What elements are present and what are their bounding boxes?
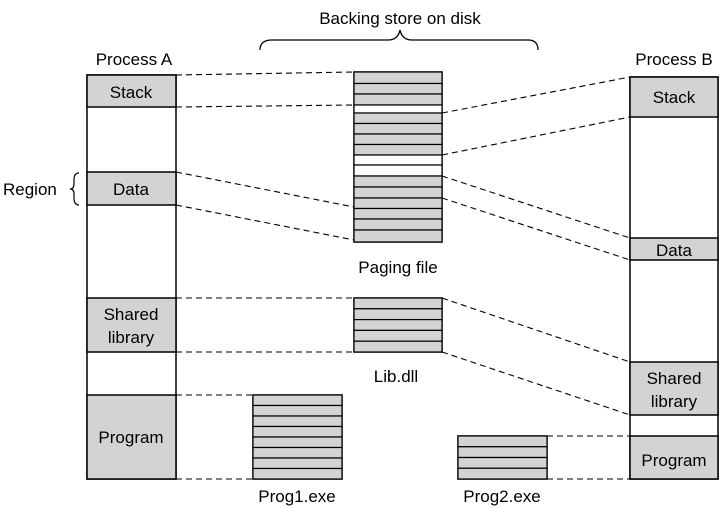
lib-dll-box	[353, 297, 443, 353]
paging-file-page-15	[353, 218, 443, 231]
paging-file-page-10	[353, 164, 443, 177]
process-a-data-segment	[86, 171, 177, 206]
prog2-exe-page-3	[457, 456, 548, 469]
map-b-shared-top	[441, 297, 631, 363]
process-b-stack-segment	[629, 76, 719, 118]
process-a-stack-label: Stack	[110, 83, 153, 102]
paging-file-page-5	[353, 112, 443, 125]
paging-file-page-9	[353, 154, 443, 166]
paging-file-page-14	[353, 207, 443, 220]
paging-file-page-11	[353, 175, 443, 188]
process-a-label: Process A	[96, 50, 173, 69]
prog1-exe-label: Prog1.exe	[258, 487, 336, 506]
region-brace	[69, 172, 80, 206]
paging-file-page-2	[353, 82, 443, 95]
process-b-program-segment	[629, 435, 719, 480]
prog1-exe-page-7	[252, 457, 343, 470]
process-b-label: Process B	[635, 50, 712, 69]
paging-file-box	[353, 71, 443, 243]
map-b-stack-top	[441, 76, 631, 114]
lib-dll-page-4	[353, 329, 443, 342]
prog1-exe-page-5	[252, 436, 343, 449]
process-a-stack-segment	[86, 74, 177, 108]
paging-file-page-3	[353, 93, 443, 106]
prog1-exe-page-1	[252, 394, 343, 407]
paging-file-page-12	[353, 186, 443, 199]
prog2-exe-page-4	[457, 467, 548, 480]
prog2-exe-label: Prog2.exe	[463, 487, 541, 506]
process-b-shared-label-line2: library	[651, 392, 698, 411]
paging-file-page-13	[353, 197, 443, 210]
paging-file-label: Paging file	[358, 258, 437, 277]
process-a-shared-label-line2: library	[108, 328, 155, 347]
paging-file-page-7	[353, 133, 443, 146]
lib-dll-page-3	[353, 319, 443, 332]
lib-dll-page-2	[353, 308, 443, 321]
lib-dll-page-5	[353, 340, 443, 353]
backing-store-title: Backing store on disk	[319, 9, 481, 28]
prog1-exe-page-2	[252, 404, 343, 417]
prog1-exe-page-8	[252, 467, 343, 480]
process-b-data-label: Data	[656, 241, 692, 260]
map-a-stack-top	[175, 71, 355, 76]
prog2-exe-page-2	[457, 446, 548, 459]
process-a-program-segment	[86, 394, 177, 480]
paging-file-page-1	[353, 71, 443, 85]
prog1-exe-page-6	[252, 446, 343, 459]
prog2-exe-page-1	[457, 435, 548, 448]
map-a-data-bottom	[175, 204, 355, 241]
process-b-shared-label-line1: Shared	[647, 369, 702, 388]
paging-file-page-16	[353, 229, 443, 243]
process-a-shared-label-line1: Shared	[104, 305, 159, 324]
prog1-exe-page-3	[252, 415, 343, 428]
map-a-data-top	[175, 171, 355, 208]
map-b-shared-bottom	[441, 351, 631, 416]
process-b-stack-label: Stack	[653, 88, 696, 107]
process-b-column	[629, 76, 719, 480]
lib-dll-label: Lib.dll	[374, 367, 418, 386]
map-b-data-top	[441, 175, 631, 239]
map-b-stack-bottom	[441, 116, 631, 156]
process-b-shared-library-segment	[629, 361, 719, 416]
map-a-stack-bottom	[175, 104, 355, 108]
process-b-data-segment	[629, 237, 719, 261]
prog1-exe-box	[252, 394, 343, 480]
process-b-program-label: Program	[641, 451, 706, 470]
process-a-program-label: Program	[98, 428, 163, 447]
prog2-exe-box	[457, 435, 548, 480]
paging-file-page-6	[353, 122, 443, 135]
process-a-data-label: Data	[113, 180, 149, 199]
backing-store-brace	[259, 29, 539, 51]
map-b-data-bottom	[441, 197, 631, 261]
lib-dll-page-1	[353, 297, 443, 310]
region-label: Region	[3, 180, 57, 199]
process-a-shared-library-segment	[86, 297, 177, 353]
paging-file-page-4	[353, 104, 443, 114]
prog1-exe-page-4	[252, 425, 343, 438]
paging-file-page-8	[353, 143, 443, 156]
